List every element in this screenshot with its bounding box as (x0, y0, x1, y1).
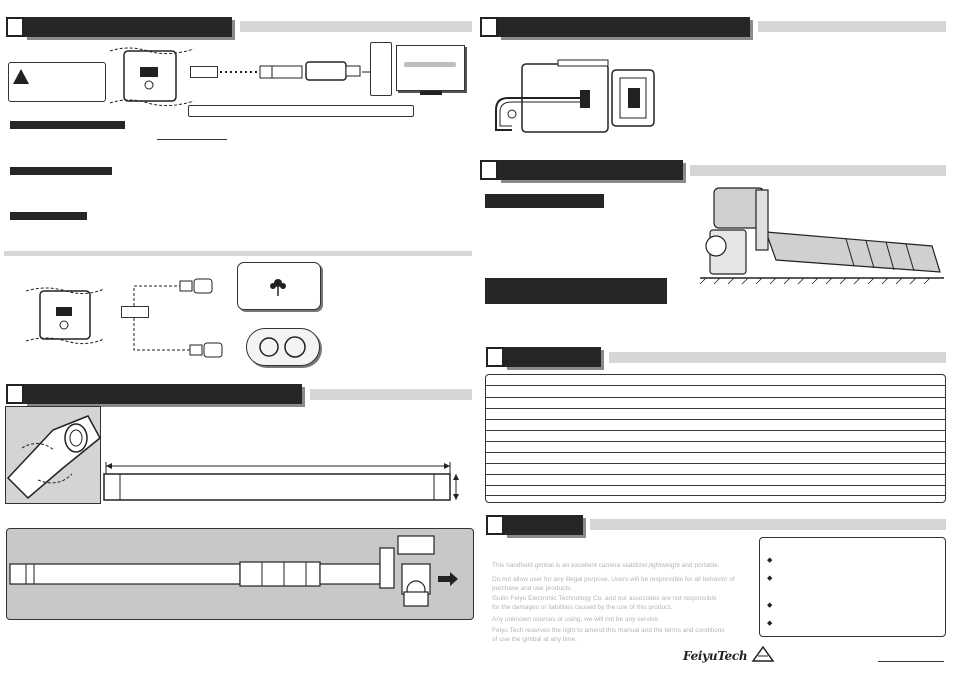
table-row (486, 463, 945, 464)
dual-cable-illustration (133, 278, 223, 358)
disclaimer-line-3: purchase and use products. (492, 585, 573, 592)
table-row (486, 385, 945, 386)
table-row (486, 397, 945, 398)
flower-icon (270, 279, 286, 296)
disclaimer-line-1: This handheld gimbal is an excellent cam… (492, 562, 720, 569)
usb-port-closeup (190, 66, 218, 78)
section-rule (240, 21, 472, 32)
bullet-diamond: ◆ (767, 620, 773, 627)
specifications-table (485, 374, 946, 503)
notes-box: ◆ ◆ ◆ ◆ (759, 537, 946, 637)
subheading-bar-5 (485, 278, 667, 304)
table-row (486, 474, 945, 475)
gimbal-with-extension-illustration (9, 535, 458, 607)
computer-monitor (396, 45, 465, 91)
section-rule (609, 352, 946, 363)
extension-rod-closeup (6, 415, 101, 500)
table-row (486, 419, 945, 420)
bullet-diamond: ◆ (767, 557, 773, 564)
divider-rule (4, 251, 472, 256)
section-number-box (486, 515, 504, 535)
subheading-bar-3 (10, 212, 87, 220)
bullet-diamond: ◆ (767, 602, 773, 609)
gimbal-handle-illustration-2 (25, 287, 105, 345)
computer-tower (370, 42, 392, 96)
table-row (486, 441, 945, 442)
section-number-box (480, 160, 498, 180)
brand-logo: FeiyuTech (683, 649, 748, 663)
section-title-bar (504, 347, 601, 367)
section-title-bar (504, 515, 583, 535)
bullet-diamond: ◆ (767, 575, 773, 582)
section-rule (310, 389, 472, 400)
table-row (486, 430, 945, 431)
section-rule (758, 21, 946, 32)
remote-control-illustration (246, 328, 320, 366)
subheading-bar-2 (10, 167, 112, 175)
table-row (486, 495, 945, 496)
gimbal-handle-illustration (109, 47, 195, 107)
camera-mount-illustration (495, 59, 655, 133)
warning-icon (13, 69, 29, 84)
gimbal-standing-illustration (699, 187, 944, 285)
disclaimer-line-2: Do not allow user for any illegal purpos… (492, 576, 735, 583)
disclaimer-line-4: Guilin Feiyu Electronic Technology Co. a… (492, 595, 717, 602)
page-footer-rule (878, 661, 944, 662)
section-title-bar (24, 384, 302, 404)
extension-rod-dimension (103, 462, 459, 501)
subheading-bar-4 (485, 194, 604, 208)
monitor-stand (420, 91, 442, 95)
section-number-box (480, 17, 498, 37)
brand-mark-icon (751, 645, 775, 662)
section-title-bar (498, 17, 750, 37)
section-number-box (486, 347, 504, 367)
remote-joystick-icon (259, 336, 306, 358)
section-rule (590, 519, 946, 530)
section-title-bar (498, 160, 683, 180)
table-row (486, 485, 945, 486)
disclaimer-line-5: for the damages or liabilities caused by… (492, 604, 672, 611)
table-row (486, 408, 945, 409)
section-number-box (6, 17, 24, 37)
disclaimer-line-8: of use the gimbal at any time. (492, 636, 577, 643)
section-title-bar (24, 17, 232, 37)
disclaimer-line-6: Any unknown sources or using, we will no… (492, 616, 660, 623)
disclaimer-line-7: Feiyu Tech reserves the right to amend t… (492, 627, 725, 634)
connection-caption-box (188, 105, 414, 117)
section-number-box (6, 384, 24, 404)
usb-port-closeup-2 (121, 306, 149, 318)
monitor-progress-bar (404, 62, 456, 67)
usb-cable-illustration (220, 61, 370, 81)
table-row (486, 452, 945, 453)
underline-link (157, 139, 227, 140)
subheading-bar-1 (10, 121, 125, 129)
section-rule (690, 165, 946, 176)
